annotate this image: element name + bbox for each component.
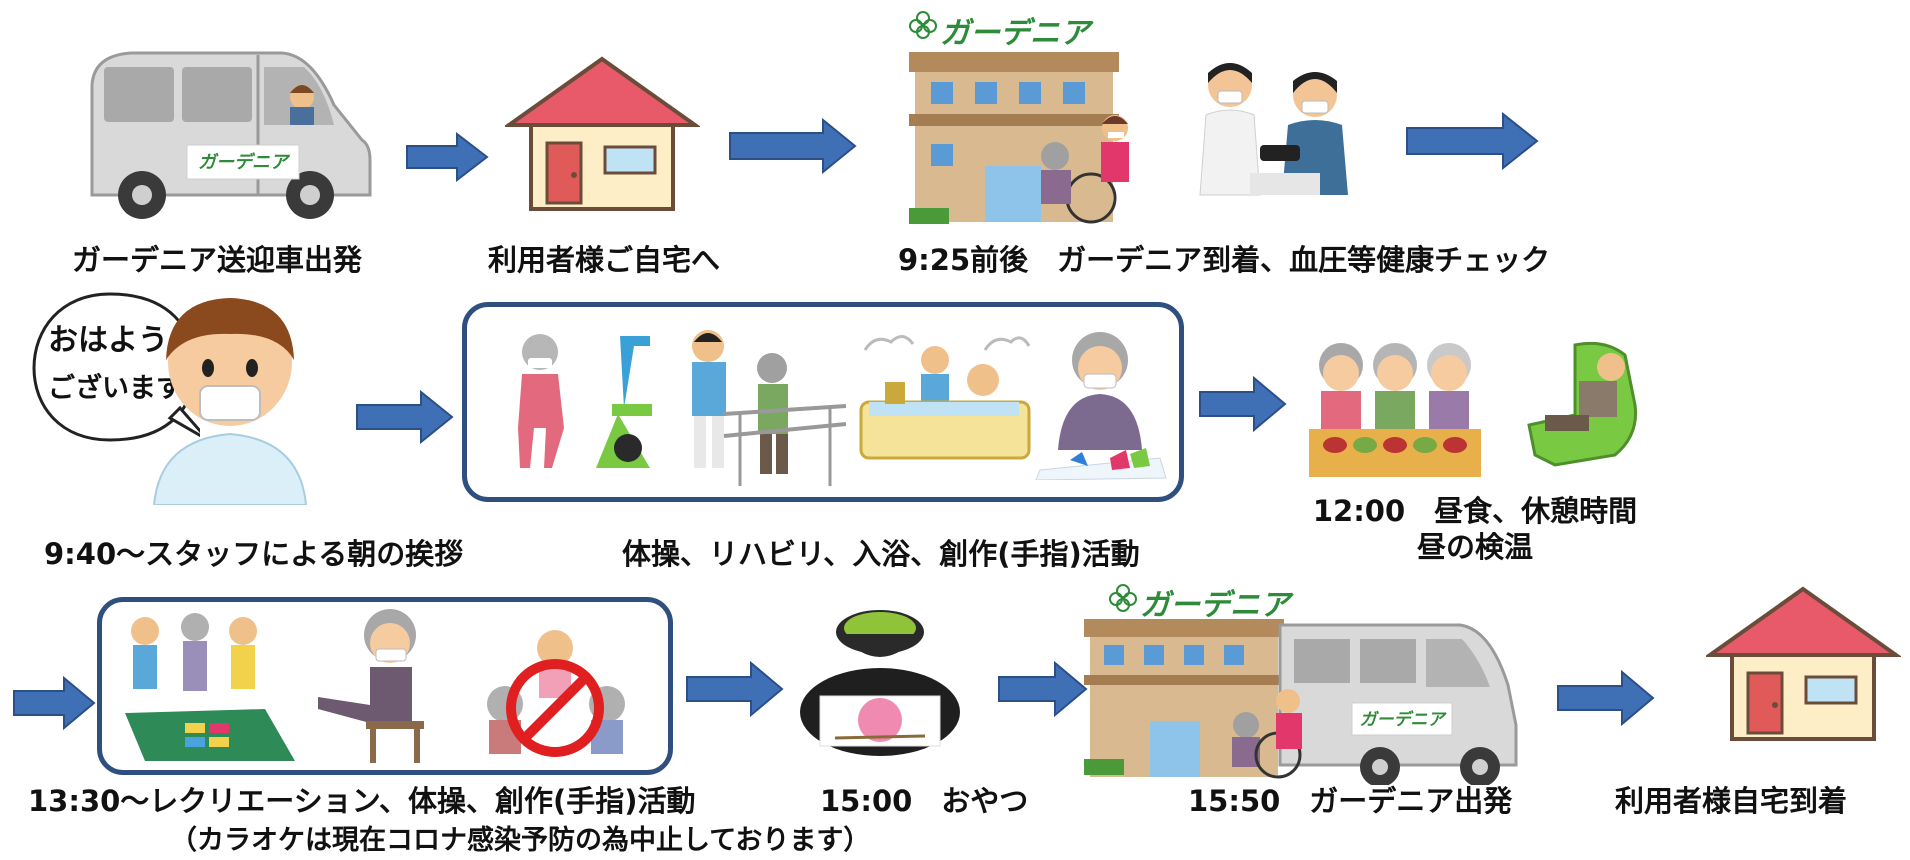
caption-depart-facility: 15:50 ガーデニア出発 (1188, 784, 1513, 818)
craft-icon (1035, 332, 1167, 480)
caption-arrival-check: 9:25前後 ガーデニア到着、血圧等健康チェック (898, 243, 1551, 277)
van-brand-label: ガーデニア (198, 152, 291, 173)
facility-brand-label: ガーデニア (940, 16, 1090, 51)
speech-bubble (32, 292, 200, 442)
caption-home-arrival: 利用者様自宅到着 (1615, 784, 1848, 818)
arrow-icon (686, 661, 784, 717)
facility-icon (909, 52, 1129, 224)
caption-greeting: 9:40～スタッフによる朝の挨拶 (44, 537, 464, 571)
bubble-line-1: おはよう (48, 323, 168, 358)
caption-to-home: 利用者様ご自宅へ (488, 243, 721, 277)
arrow-icon (729, 118, 857, 174)
arrow-icon (356, 390, 454, 444)
caption-morning-activities: 体操、リハビリ、入浴、創作(手指)活動 (622, 537, 1140, 571)
caption-afternoon-activities: 13:30～レクリエーション、体操、創作(手指)活動 (28, 784, 696, 818)
caption-lunch-line-2: 昼の検温 (1416, 530, 1533, 564)
chair-exercise-icon (318, 609, 424, 763)
arrow-icon (1557, 670, 1655, 726)
arrow-icon (1199, 376, 1287, 432)
bath-icon (859, 335, 1031, 460)
flower-icon (1109, 584, 1137, 612)
caption-snack: 15:00 おやつ (820, 784, 1029, 818)
massage-chair-icon (1527, 341, 1638, 467)
health-check-icon (1199, 63, 1348, 196)
house-icon (505, 56, 700, 211)
arrow-icon (1406, 112, 1539, 170)
departure-van-brand-label: ガーデニア (1360, 710, 1448, 730)
departure-brand-label: ガーデニア (1140, 588, 1290, 623)
arrow-icon (406, 132, 489, 182)
caption-afternoon-note: （カラオケは現在コロナ感染予防の為中止しております） (170, 825, 871, 856)
caption-depart-vehicle: ガーデニア送迎車出発 (72, 243, 363, 277)
departure-scene-icon: ガーデニア (1084, 619, 1518, 785)
home-arrival-icon (1706, 586, 1901, 741)
lunch-icon (1309, 343, 1481, 477)
arrow-icon (13, 676, 96, 730)
no-karaoke-icon (487, 630, 625, 757)
flower-icon (909, 11, 937, 39)
staff-greeting-icon (152, 298, 308, 505)
rehab-bars-icon (692, 330, 847, 486)
exercise-bike-icon (518, 334, 652, 468)
arrow-icon (998, 661, 1088, 717)
van-icon: ガーデニア (90, 51, 372, 219)
recreation-icon (125, 613, 295, 761)
caption-lunch-line-1: 12:00 昼食、休憩時間 (1312, 494, 1638, 528)
snack-icon (800, 610, 960, 756)
